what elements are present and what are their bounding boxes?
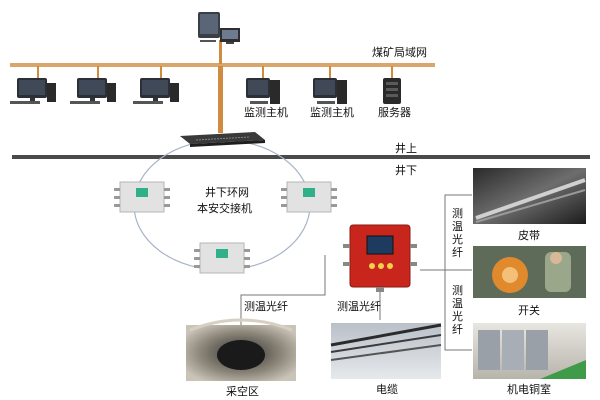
host-drop-1 bbox=[37, 66, 39, 78]
electro-room-photo bbox=[473, 323, 586, 379]
control-box-icon bbox=[343, 224, 417, 292]
electro-room-label: 机电铜室 bbox=[507, 383, 551, 396]
ring-station-icon bbox=[281, 181, 337, 213]
server-label: 服务器 bbox=[378, 106, 411, 119]
desktop-pc-icon bbox=[246, 78, 280, 104]
host-drop-4 bbox=[262, 66, 264, 78]
host-drop-5 bbox=[329, 66, 331, 78]
ring-station-icon bbox=[114, 181, 170, 213]
fiber-label-center: 测温光纤 bbox=[337, 300, 381, 313]
host-drop-2 bbox=[97, 66, 99, 78]
fiber-label-right-1: 测温光纤 bbox=[452, 207, 463, 259]
monitor-host-label-1: 监测主机 bbox=[244, 106, 288, 119]
belt-photo bbox=[473, 168, 586, 224]
fiber-label-left: 测温光纤 bbox=[244, 300, 288, 313]
belt-label: 皮带 bbox=[518, 229, 540, 242]
ring-label-line1: 井下环网 bbox=[205, 186, 249, 199]
monitor-host-label-2: 监测主机 bbox=[310, 106, 354, 119]
goaf-photo bbox=[186, 318, 296, 381]
ground-line bbox=[12, 155, 590, 159]
fiber-label-right-2: 测温光纤 bbox=[452, 284, 463, 336]
underground-label: 井下 bbox=[395, 164, 417, 177]
fiber-line-left bbox=[240, 255, 326, 325]
ring-label-line2: 本安交接机 bbox=[197, 202, 252, 215]
host-drop-3 bbox=[160, 66, 162, 78]
host-drop-6 bbox=[391, 66, 393, 78]
desktop-pc-icon bbox=[10, 78, 56, 104]
goaf-label: 采空区 bbox=[226, 385, 259, 398]
trunk-line bbox=[218, 66, 223, 133]
desktop-pc-icon bbox=[313, 78, 347, 104]
lan-label: 煤矿局域网 bbox=[372, 46, 427, 59]
desktop-pc-icon bbox=[70, 78, 116, 104]
ring-station-icon bbox=[194, 242, 250, 274]
lan-bus bbox=[10, 63, 435, 67]
network-switch-icon bbox=[180, 132, 265, 147]
switch-photo bbox=[473, 246, 586, 298]
surface-label: 井上 bbox=[395, 142, 417, 155]
switch-label: 开关 bbox=[518, 304, 540, 317]
desktop-monitor-icon bbox=[198, 12, 240, 44]
cable-photo bbox=[330, 323, 442, 379]
desktop-pc-icon bbox=[133, 78, 179, 104]
cable-label: 电缆 bbox=[376, 383, 398, 396]
fiber-line-right bbox=[420, 194, 472, 271]
server-tower-icon bbox=[383, 78, 401, 104]
fiber-line-right-3 bbox=[444, 270, 472, 351]
top-drop-line bbox=[219, 40, 222, 64]
